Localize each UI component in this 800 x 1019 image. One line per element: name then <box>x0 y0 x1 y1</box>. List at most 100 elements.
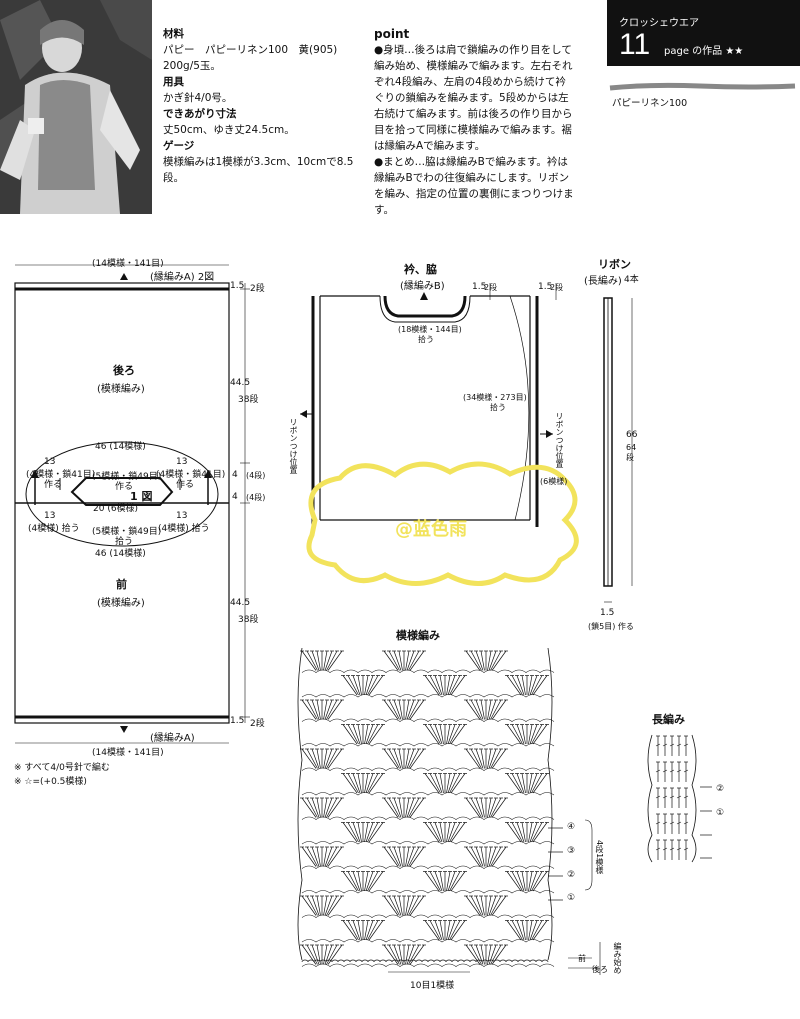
left-13-bottom: 13 <box>44 511 56 521</box>
side-dim-1-5: 1.5 <box>538 282 553 292</box>
tools-heading: 用具 <box>163 76 184 88</box>
size-heading: できあがり寸法 <box>163 108 237 120</box>
ribbon-width: 1.5 <box>600 608 615 618</box>
point-line: ●まとめ…脇は縁編みBで編みます。衿は <box>374 156 568 168</box>
row-mark-3: ③ <box>567 846 576 856</box>
yarn-label: パピーリネン100 <box>612 98 688 109</box>
back-subtitle: (模様編み) <box>97 384 145 395</box>
materials-text-2: 200g/5玉。 <box>163 60 221 72</box>
top-width-label: (14模様・141目) <box>92 259 164 269</box>
pattern-back: 後ろ <box>592 965 608 974</box>
ribbon-position-left: リボンつけ位置 <box>289 418 298 474</box>
mid-bottom-pick: 拾う <box>115 537 134 547</box>
dc-title: 長編み <box>652 713 685 726</box>
point-line: す。 <box>374 204 394 216</box>
dim-4-a: 4 <box>232 470 238 480</box>
left-13-top-make: 作る <box>44 480 63 490</box>
mid-top-detail: (5模様・鎖49目) <box>92 472 162 482</box>
note-star: ※ ☆=(+0.5模様) <box>14 777 87 787</box>
collar-dim-1-5: 1.5 <box>472 282 487 292</box>
collar-subtitle: (縁編みB) <box>400 281 445 292</box>
front-subtitle: (模様編み) <box>97 598 145 609</box>
point-heading: point <box>374 27 410 41</box>
watermark-cloud <box>306 461 579 586</box>
dc-row-mark-2: ② <box>716 784 725 794</box>
gauge-text: 模様編みは1模様が3.3cm、10cmで8.5 <box>163 156 354 168</box>
collar-dim-2: 2段 <box>484 283 498 292</box>
right-13-bottom: 13 <box>176 511 188 521</box>
left-13-top: 13 <box>44 457 56 467</box>
photo-illustration <box>0 0 152 214</box>
edge-a-top-label: (縁編みA) 2図 <box>150 272 215 283</box>
dim-4-rows-b: (4段) <box>246 493 266 502</box>
note-needle: ※ すべて4/0号針で編む <box>14 763 110 773</box>
dim-2-rows-top: 2段 <box>250 284 265 294</box>
dim-44-5-top: 44.5 <box>230 378 251 388</box>
front-title: 前 <box>116 578 127 591</box>
pattern-title: 模様編み <box>396 629 440 642</box>
project-number: 11 <box>619 28 651 61</box>
neck-pick-label-2: 拾う <box>418 335 434 344</box>
mid-bottom-detail: (5模様・鎖49目) <box>92 527 162 537</box>
materials-heading: 材料 <box>163 28 184 40</box>
pattern-start: 編み始め <box>613 942 622 974</box>
materials-text: パピー パピーリネン100 黄(905) <box>163 44 338 56</box>
edge-a-bottom-label: (縁編みA) <box>150 733 195 744</box>
point-block: point ●身頃…後ろは肩で鎖編みの作り目をして 編み始め、模様編みで編みます… <box>374 26 589 218</box>
model-photo <box>0 0 152 214</box>
dim-38-rows-top: 38段 <box>238 395 259 405</box>
point-line: 編み始め、模様編みで編みます。左右それ <box>374 60 573 72</box>
width-46-bottom: 46 (14模様) <box>95 549 146 559</box>
neck-pick-label: (18模様・144目) <box>398 325 462 334</box>
ribbon-count: 4本 <box>624 275 639 285</box>
neck-width-label: 20 (6模様) <box>93 504 139 514</box>
ribbon-title: リボン <box>598 258 631 271</box>
row-mark-4: ④ <box>567 822 576 832</box>
point-line: ●身頃…後ろは肩で鎖編みの作り目をして <box>374 44 572 56</box>
pattern-front: 前 <box>578 954 586 963</box>
left-13-bottom-detail: (4模様) 拾う <box>28 524 80 534</box>
ribbon-position-right: リボンつけ位置 <box>555 412 564 468</box>
dim-4-rows-a: (4段) <box>246 471 266 480</box>
back-title: 後ろ <box>113 364 135 377</box>
size-text: 丈50cm、ゆき丈24.5cm。 <box>163 124 295 136</box>
row-mark-2: ② <box>567 870 576 880</box>
right-13-top-detail: (4模様・鎖41目) <box>156 470 226 480</box>
dim-2-rows-bottom: 2段 <box>250 719 265 729</box>
page-label: page の作品 ★★ <box>664 46 744 57</box>
category-label: クロッシェウエア <box>619 18 699 29</box>
width-46-top: 46 (14模様) <box>95 442 146 452</box>
watermark-text: @蓝色雨 <box>395 519 467 540</box>
point-line: は縁編みAで編みます。 <box>374 140 486 152</box>
side-6-pattern: (6模様) <box>540 477 568 486</box>
ribbon-rows: 64段 <box>626 443 637 462</box>
dim-4-b: 4 <box>232 492 238 502</box>
gauge-text-2: 段。 <box>163 172 184 184</box>
side-dim-2: 2段 <box>550 283 564 292</box>
dim-38-rows-bottom: 38段 <box>238 615 259 625</box>
side-pick-label: (34模様・273目) <box>463 393 527 402</box>
pattern-repeat: 4段1模様 <box>595 840 604 875</box>
ribbon-length: 66 <box>626 430 638 440</box>
point-line: 目を拾って同様に模様編みで編みます。裾 <box>374 124 572 136</box>
row-mark-1: ① <box>567 893 576 903</box>
gauge-heading: ゲージ <box>163 140 195 152</box>
dc-row-mark-1: ① <box>716 808 725 818</box>
ribbon-subtitle: (長編み) <box>584 276 622 287</box>
mid-top-make: 作る <box>115 482 134 492</box>
collar-title: 衿、脇 <box>404 263 437 276</box>
pattern-repeat-width: 10目1模様 <box>410 981 455 991</box>
project-badge: クロッシェウエア 11 page の作品 ★★ <box>607 0 800 66</box>
point-line: を編み、指定の位置の裏側にまつりつけま <box>374 188 574 200</box>
point-line: 右続けて編みます。前は後ろの作り目から <box>374 108 573 120</box>
left-13-top-detail: (4模様・鎖41目) <box>26 470 96 480</box>
point-line: ぐりの鎖編みを編みます。5段めからは左 <box>374 92 569 104</box>
materials-block: 材料 パピー パピーリネン100 黄(905) 200g/5玉。 用具 かぎ針4… <box>163 26 368 186</box>
right-13-top: 13 <box>176 457 188 467</box>
right-13-top-make: 作る <box>176 480 195 490</box>
dim-1-5-top: 1.5 <box>230 281 245 291</box>
point-line: 縁編みBでわの往復編みにします。リボン <box>374 172 570 184</box>
dim-1-5-bottom: 1.5 <box>230 716 245 726</box>
